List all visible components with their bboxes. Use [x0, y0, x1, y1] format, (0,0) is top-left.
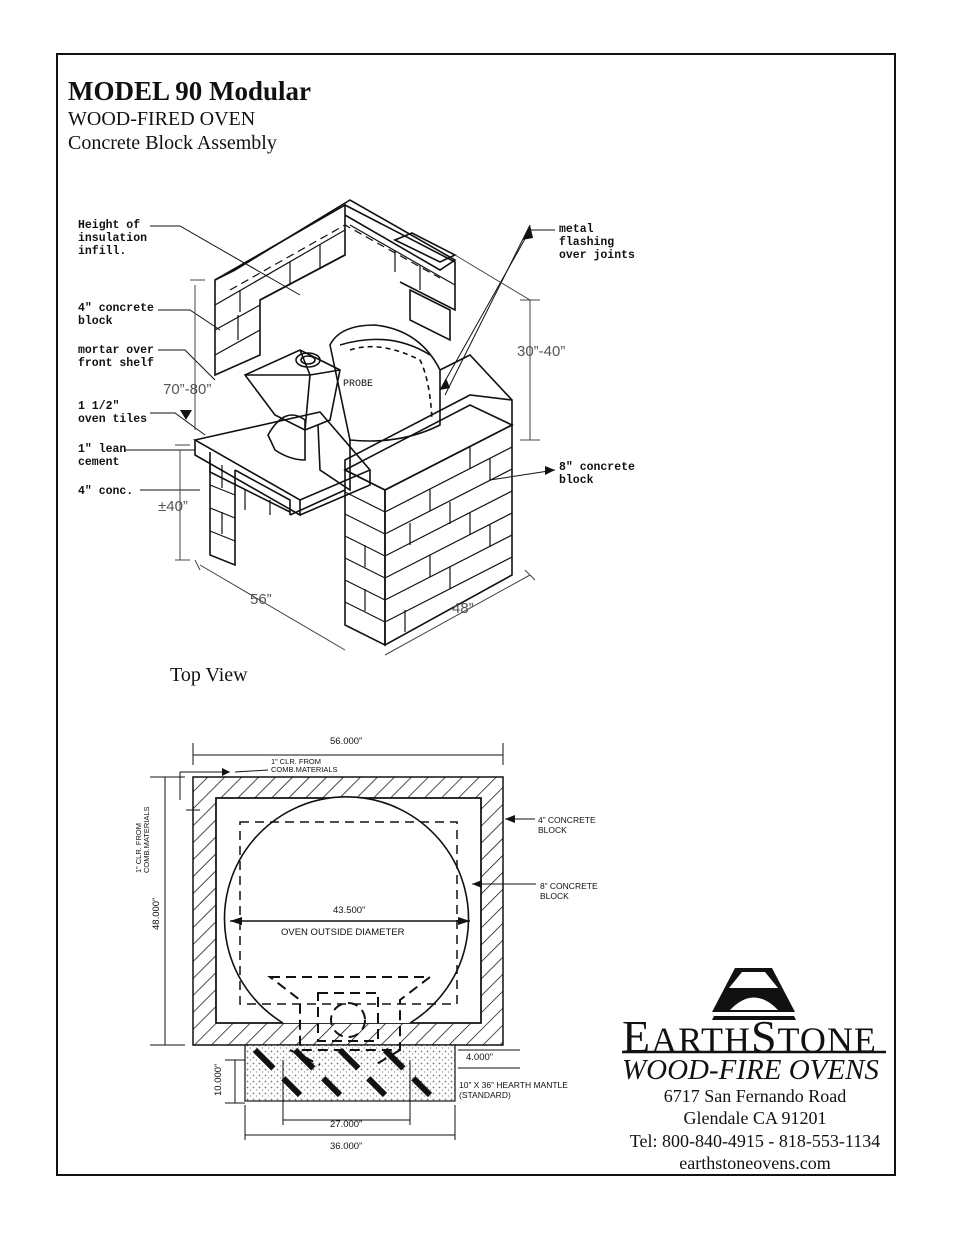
oven-outline	[223, 796, 470, 1024]
dim-width-56: 56”	[250, 591, 272, 608]
brand-name: EARTHSTONE	[622, 1011, 877, 1062]
dim-total-height: 70”-80”	[163, 381, 212, 398]
label-insulation-height: Height of insulation infill.	[78, 219, 148, 258]
page-border	[56, 53, 896, 1176]
label-lean-cement: 1" lean cement	[78, 443, 127, 469]
dim-top-clearance: 1” CLR. FROM COMB.MATERIALS	[271, 757, 338, 774]
label-oven-outside-diameter: OVEN OUTSIDE DIAMETER	[281, 927, 405, 938]
phone-numbers: Tel: 800-840-4915 - 818-553-1134	[629, 1131, 881, 1151]
website: earthstoneovens.com	[679, 1153, 831, 1173]
dim-top-width: 56.000”	[330, 736, 363, 747]
oven-dome	[329, 324, 441, 442]
label-top-8in-block: 8” CONCRETE BLOCK	[540, 881, 598, 901]
label-probe: PROBE	[343, 379, 374, 390]
label-8in-concrete-block: 8" concrete block	[559, 461, 635, 487]
page-title: MODEL 90 Modular	[68, 76, 312, 106]
subtitle-oven-type: WOOD-FIRED OVEN	[68, 108, 256, 130]
subtitle-assembly: Concrete Block Assembly	[68, 132, 277, 154]
label-mortar-front-shelf: mortar over front shelf	[78, 344, 154, 370]
label-4in-concrete-block: 4" concrete block	[78, 302, 154, 328]
dim-mantle-depth: 4.000”	[466, 1052, 493, 1063]
dim-upper-height: 30”-40”	[517, 343, 566, 360]
dim-oven-diameter: 43.500”	[333, 905, 366, 916]
label-metal-flashing: metal flashing over joints	[559, 223, 635, 262]
label-hearth-mantle: 10” X 36” HEARTH MANTLE (STANDARD)	[459, 1080, 568, 1100]
dim-mantle-width: 36.000”	[330, 1141, 363, 1152]
hearth-mantle	[244, 1044, 456, 1102]
top-view-title: Top View	[170, 664, 248, 686]
address-street: 6717 San Fernando Road	[663, 1086, 847, 1106]
oven-floor-dashed	[239, 821, 458, 1005]
address-city: Glendale CA 91201	[683, 1108, 827, 1128]
label-oven-tiles: 1 1/2" oven tiles	[78, 400, 148, 426]
label-4in-conc: 4" conc.	[78, 485, 134, 498]
brand-tagline: WOOD-FIRE OVENS	[622, 1054, 879, 1086]
dim-opening-width: 27.000”	[330, 1119, 363, 1130]
dim-base-height: ±40”	[158, 498, 188, 515]
dim-depth-48: 48”	[452, 600, 474, 617]
label-top-4in-block: 4” CONCRETE BLOCK	[538, 815, 596, 835]
